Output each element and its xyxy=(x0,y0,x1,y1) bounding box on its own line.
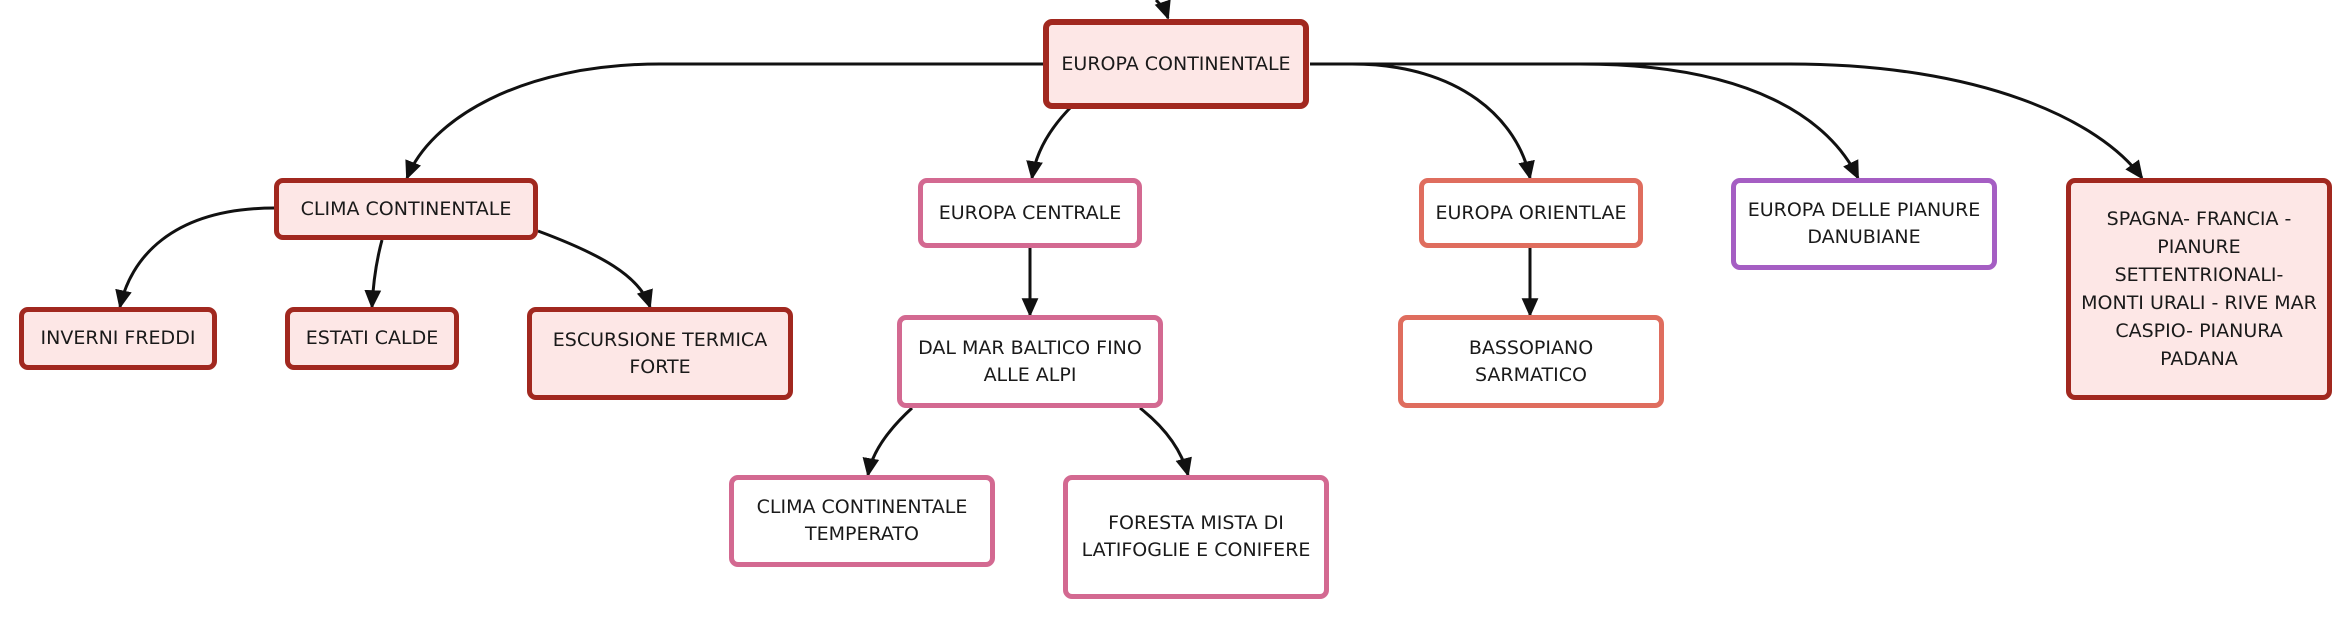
connector-root-orientale xyxy=(1310,62,1535,181)
node-europa-orientale[interactable]: EUROPA ORIENTLAE xyxy=(1419,178,1643,248)
node-estati-calde[interactable]: ESTATI CALDE xyxy=(285,307,459,370)
connector-root-danubiane xyxy=(1310,62,1860,180)
connector-clima-escursione xyxy=(537,229,653,309)
node-label: ESTATI CALDE xyxy=(305,327,439,349)
connector-baltico-temperato xyxy=(862,406,914,478)
node-inverni-freddi[interactable]: INVERNI FREDDI xyxy=(19,307,217,370)
node-label: DAL MAR BALTICO FINO ALLE ALPI xyxy=(918,336,1142,386)
node-bassopiano-sarmatico[interactable]: BASSOPIANO SARMATICO xyxy=(1398,315,1664,408)
connector-baltico-foresta xyxy=(1139,406,1192,478)
node-label: EUROPA CENTRALE xyxy=(938,201,1122,224)
node-label: EUROPA DELLE PIANURE DANUBIANE xyxy=(1747,199,1981,248)
node-clima-continentale-temperato[interactable]: CLIMA CONTINENTALE TEMPERATO xyxy=(729,475,995,567)
connector-incoming-root xyxy=(1154,0,1171,20)
node-europa-continentale[interactable]: EUROPA CONTINENTALE xyxy=(1043,19,1309,109)
node-label: ESCURSIONE TERMICA FORTE xyxy=(552,328,768,378)
connector-root-spagna xyxy=(1310,62,2144,180)
node-escursione-termica[interactable]: ESCURSIONE TERMICA FORTE xyxy=(527,307,793,400)
node-clima-continentale[interactable]: CLIMA CONTINENTALE xyxy=(274,178,538,240)
node-label: CLIMA CONTINENTALE xyxy=(300,197,512,220)
connector-root-clima xyxy=(405,62,1045,180)
node-label: INVERNI FREDDI xyxy=(40,327,196,349)
node-label: FORESTA MISTA DI LATIFOGLIE E CONIFERE xyxy=(1081,512,1311,561)
node-label: SPAGNA- FRANCIA - PIANURE SETTENTRIONALI… xyxy=(2081,208,2317,370)
node-foresta-mista[interactable]: FORESTA MISTA DI LATIFOGLIE E CONIFERE xyxy=(1063,475,1329,599)
node-label: BASSOPIANO SARMATICO xyxy=(1468,336,1594,386)
node-label: EUROPA CONTINENTALE xyxy=(1061,52,1291,75)
node-europa-centrale[interactable]: EUROPA CENTRALE xyxy=(918,178,1142,248)
connector-clima-estati xyxy=(364,239,384,310)
connector-root-centrale xyxy=(1026,104,1074,181)
node-dal-mar-baltico[interactable]: DAL MAR BALTICO FINO ALLE ALPI xyxy=(897,315,1163,408)
node-label: CLIMA CONTINENTALE TEMPERATO xyxy=(756,496,968,545)
connector-clima-inverni xyxy=(115,206,276,310)
node-europa-pianure-danubiane[interactable]: EUROPA DELLE PIANURE DANUBIANE xyxy=(1731,178,1997,270)
node-spagna-francia[interactable]: SPAGNA- FRANCIA - PIANURE SETTENTRIONALI… xyxy=(2066,178,2332,400)
node-label: EUROPA ORIENTLAE xyxy=(1435,201,1627,224)
